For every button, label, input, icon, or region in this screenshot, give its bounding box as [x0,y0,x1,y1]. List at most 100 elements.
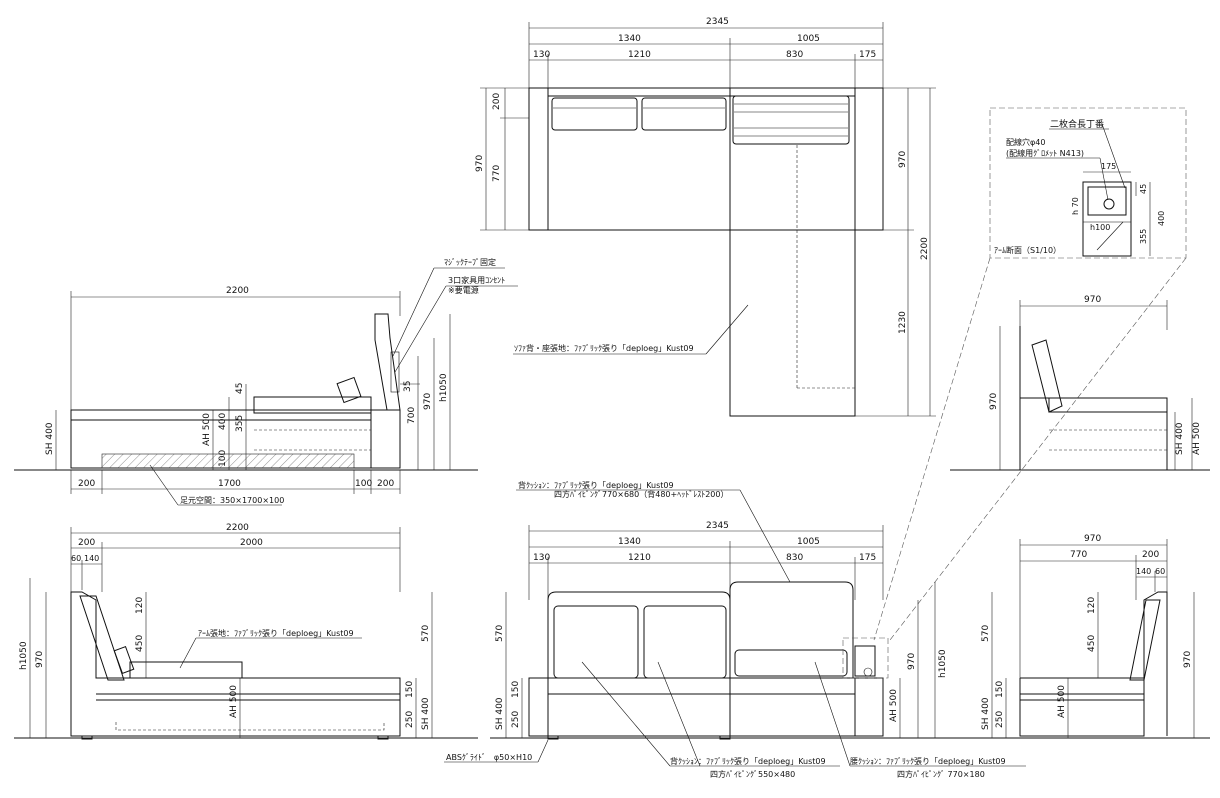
side-dim-400: 400 [218,413,228,430]
plan-dim-arm-r: 175 [859,50,876,60]
front-dim-seat: 1210 [628,553,651,563]
waist-cushion-note-1: 腰ｸｯｼｮﾝ：ﾌｧﾌﾞﾘｯｸ張り「deploeg」Kust09 [850,757,1006,766]
right-top-dim-970: 970 [1084,295,1101,305]
side-dim-200-r: 200 [377,479,394,489]
left-side-view-bottom: 2200 200 2000 60 140 h1050 970 120 450 A… [14,523,478,740]
arm-dim-70: h 70 [1071,197,1080,215]
bottom-left-dim-570: 570 [421,625,431,642]
bottom-left-dim-sh: SH 400 [421,697,431,730]
arm-dim-100: h100 [1090,223,1110,232]
side-dim-355: 355 [235,415,245,432]
bottom-left-dim-60: 60 [71,554,81,563]
plan-fabric-note: ｿﾌｧ背・座張地：ﾌｧﾌﾞﾘｯｸ張り「deploeg」Kust09 [514,343,694,353]
arm-hinge-label: 二枚合長丁番 [1050,118,1104,130]
side-dim-sh: SH 400 [45,422,55,455]
bottom-left-dim-120: 120 [135,597,145,614]
right-top-dim-ah: AH 500 [1192,422,1202,455]
top-plan-view: 2345 1340 1005 130 1210 830 175 200 970 [475,17,936,417]
bottom-left-dim-140: 140 [84,554,99,563]
right-side-view-top: 970 970 SH 400 AH 500 [950,295,1210,471]
side-dim-total: 2200 [226,286,249,296]
front-dim-1050: h1050 [938,649,948,678]
glide-note: ABSｸﾞﾗｲﾄﾞ φ50×H10 [446,753,532,762]
front-back-note-1: 背ｸｯｼｮﾝ：ﾌｧﾌﾞﾘｯｸ張り「deploeg」Kust09 [518,480,674,490]
arm-hole-label: 配線穴φ40 [1006,137,1045,147]
plan-dim-seat: 1210 [628,50,651,60]
bottom-left-dim-total: 2200 [226,523,249,533]
plan-dim-left: 1340 [618,34,641,44]
arm-dim-45: 45 [1139,184,1148,194]
front-dim-250: 250 [511,711,521,728]
plan-dim-arm: 130 [533,50,550,60]
left-side-view: 2200 ﾏｼﾞｯｸﾃｰﾌﾟ固定 3口家具用ｺﾝｾﾝﾄ ※要電源 SH 400 … [14,257,518,506]
arm-section-title: ｱｰﾑ断面（S1/10） [994,245,1061,255]
rb-dim-150: 150 [995,681,1005,698]
rb-dim-60: 60 [1155,567,1165,576]
back-cushion-note-2: 四方ﾊﾟｲﾋﾟﾝｸﾞ550×480 [710,769,795,779]
rb-dim-200: 200 [1142,550,1159,560]
front-back-note-2: 四方ﾊﾟｲﾋﾟﾝｸﾞ770×680（背480+ﾍｯﾄﾞﾚｽﾄ200） [554,489,728,499]
rb-dim-570: 570 [981,625,991,642]
side-dim-35: 35 [403,381,413,392]
back-cushion-note-1: 背ｸｯｼｮﾝ：ﾌｧﾌﾞﾘｯｸ張り「deploeg」Kust09 [670,756,826,766]
plan-dim-right: 1005 [797,34,820,44]
rb-dim-250: 250 [995,711,1005,728]
note-velcro: ﾏｼﾞｯｸﾃｰﾌﾟ固定 [444,257,496,267]
rb-dim-970: 970 [1084,534,1101,544]
rb-dim-sh: SH 400 [981,697,991,730]
bottom-left-dim-970: 970 [35,651,45,668]
bottom-left-dim-200: 200 [78,538,95,548]
note-power: ※要電源 [448,286,479,295]
plan-dim-depth: 970 [475,155,485,172]
bottom-left-dim-150: 150 [405,681,415,698]
front-dim-arm-r: 175 [859,553,876,563]
front-dim-chaise: 830 [786,553,803,563]
plan-dim-back: 200 [492,93,502,110]
plan-dim-chaise: 830 [786,50,803,60]
bottom-left-dim-ah: AH 500 [229,685,239,718]
side-dim-1700: 1700 [218,479,241,489]
bottom-left-dim-2000: 2000 [240,538,263,548]
front-view: 背ｸｯｼｮﾝ：ﾌｧﾌﾞﾘｯｸ張り「deploeg」Kust09 四方ﾊﾟｲﾋﾟﾝ… [444,480,1026,779]
front-dim-arm: 130 [533,553,550,563]
note-outlet: 3口家具用ｺﾝｾﾝﾄ [448,275,505,285]
side-dim-45: 45 [235,383,245,394]
rb-dim-970-h: 970 [1183,651,1193,668]
arm-dim-400: 400 [1157,211,1166,226]
arm-grommet-label: (配線用ｸﾞﾛﾒｯﾄ N413) [1006,148,1084,158]
front-dim-570: 570 [495,625,505,642]
right-top-dim-h: 970 [989,393,999,410]
rb-dim-120: 120 [1087,597,1097,614]
side-dim-100-b: 100 [355,479,372,489]
side-dim-700: 700 [407,407,417,424]
rb-dim-450: 450 [1087,635,1097,652]
bottom-left-dim-450: 450 [135,635,145,652]
rb-dim-770: 770 [1070,550,1087,560]
arm-dim-175: 175 [1101,162,1116,171]
side-dim-ah: AH 500 [202,413,212,446]
plan-dim-depth-r: 970 [898,151,908,168]
front-dim-left: 1340 [618,537,641,547]
front-dim-970: 970 [907,653,917,670]
plan-dim-chaise-len: 2200 [920,237,930,260]
arm-dim-355: 355 [1139,229,1148,244]
side-dim-970: 970 [423,393,433,410]
right-side-view-bottom: 970 770 200 140 60 120 450 570 150 SH 40… [950,534,1210,739]
bottom-left-dim-1050: h1050 [19,641,29,670]
front-dim-total: 2345 [706,521,729,531]
arm-section-detail: 二枚合長丁番 配線穴φ40 (配線用ｸﾞﾛﾒｯﾄ N413) 175 45 h … [873,107,1187,641]
plan-dim-total: 2345 [706,17,729,27]
right-top-dim-sh: SH 400 [1175,422,1185,455]
front-dim-150: 150 [511,681,521,698]
side-dim-1050: h1050 [439,373,449,402]
arm-fabric-note: ｱｰﾑ張地：ﾌｧﾌﾞﾘｯｸ張り「deploeg」Kust09 [198,628,354,638]
bottom-left-dim-250: 250 [405,711,415,728]
front-dim-right: 1005 [797,537,820,547]
side-dim-100: 100 [218,450,228,467]
rb-dim-140: 140 [1136,567,1151,576]
plan-dim-chaise-ext: 1230 [898,311,908,334]
front-dim-sh: SH 400 [495,697,505,730]
side-dim-200-l: 200 [78,479,95,489]
footspace-label: 足元空間：350×1700×100 [180,495,284,505]
